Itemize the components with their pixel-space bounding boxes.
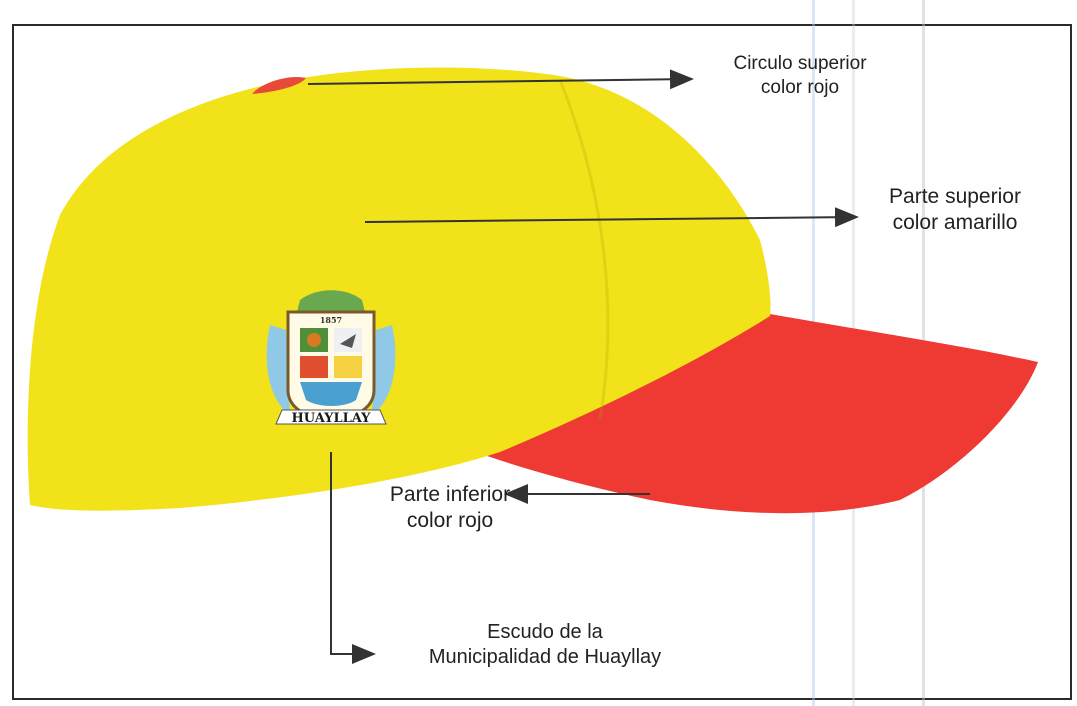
cap-visor xyxy=(470,314,1038,514)
crest-name: HUAYLLAY xyxy=(292,411,372,426)
label-top-circle-line1: Circulo superior xyxy=(733,53,867,74)
crest-year: 1857 xyxy=(320,315,342,325)
label-crest: Escudo de la Municipalidad de Huayllay xyxy=(380,620,710,670)
arrow-crest xyxy=(330,452,376,664)
label-top-circle: Circulo superior color rojo xyxy=(690,52,910,100)
label-crown-line2: color amarillo xyxy=(892,211,1018,235)
label-top-circle-line2: color rojo xyxy=(760,76,840,98)
label-visor: Parte inferior color rojo xyxy=(350,482,550,535)
label-crest-line1: Escudo de la xyxy=(487,621,603,643)
label-crest-line2: Municipalidad de Huayllay xyxy=(428,646,662,668)
label-visor-line1: Parte inferior xyxy=(389,483,511,506)
arrow-crown xyxy=(364,207,859,228)
top-button xyxy=(252,76,306,94)
huayllay-crest: 1857 HUAYLLAY xyxy=(266,290,396,426)
label-crown: Parte superior color amarillo xyxy=(850,184,1060,237)
label-crown-line1: Parte superior xyxy=(889,185,1021,208)
label-visor-line2: color rojo xyxy=(406,509,494,533)
cap-crown xyxy=(27,67,771,511)
arrow-top-circle xyxy=(307,69,694,90)
